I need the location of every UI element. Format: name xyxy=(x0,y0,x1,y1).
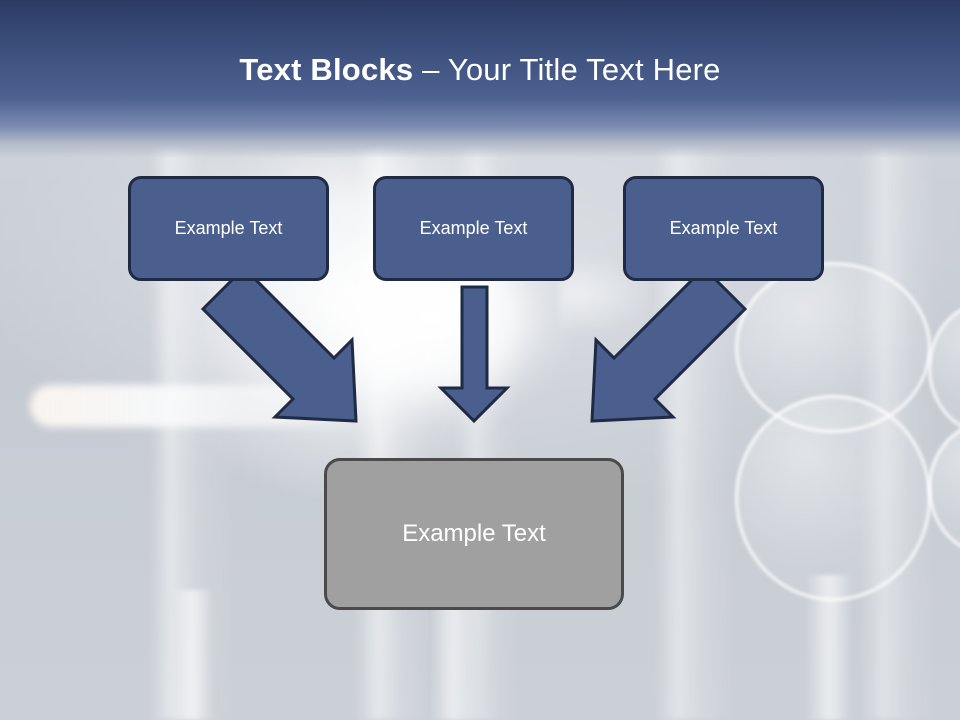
top-box-middle[interactable]: Example Text xyxy=(373,176,574,281)
background-wine-glass-bowl-4 xyxy=(928,420,960,556)
top-box-middle-label: Example Text xyxy=(419,218,528,238)
page-title-rest: Your Title Text Here xyxy=(447,52,721,87)
bottom-box-label: Example Text xyxy=(402,520,546,547)
top-box-right[interactable]: Example Text xyxy=(623,176,824,281)
background-wine-glass-stem-1 xyxy=(805,575,853,720)
bottom-box[interactable]: Example Text xyxy=(324,458,624,610)
top-box-left[interactable]: Example Text xyxy=(128,176,329,281)
background-wine-glass-bowl-3 xyxy=(928,300,960,436)
background-wine-glass-stem-3 xyxy=(170,590,214,720)
background-wine-glass-stem-2 xyxy=(430,600,476,720)
page-title-bold: Text Blocks xyxy=(239,52,414,87)
page-title-separator: – xyxy=(413,52,448,87)
top-box-right-label: Example Text xyxy=(669,218,778,238)
title-banner xyxy=(0,0,960,158)
page-title: Text Blocks – Your Title Text Here xyxy=(0,50,960,90)
background-wine-glass-bowl-2 xyxy=(735,395,931,601)
background-cat-tail xyxy=(30,385,360,427)
top-box-left-label: Example Text xyxy=(174,218,283,238)
